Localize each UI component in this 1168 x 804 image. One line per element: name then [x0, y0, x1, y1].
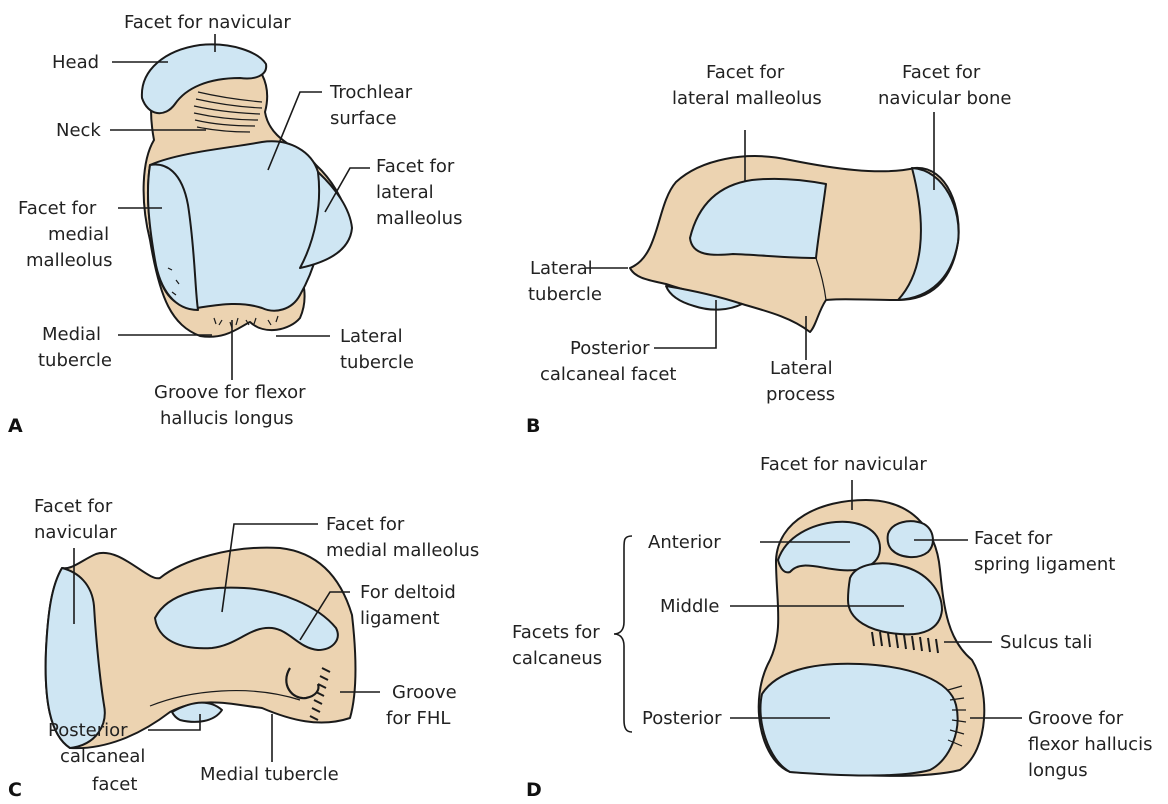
panel-letter-c: C — [8, 779, 22, 801]
label-lateral-tubercle-b-2: tubercle — [528, 284, 602, 305]
label-facet-lateral-b-1: Facet for — [706, 62, 785, 83]
label-facets-calcaneus-d-1: Facets for — [512, 622, 600, 643]
panel-a: Facet for navicular Head Neck Trochlear … — [8, 12, 462, 437]
label-spring-d-2: spring ligament — [974, 554, 1115, 575]
label-lateral-process-b-1: Lateral — [770, 358, 833, 379]
label-groove-c-2: for FHL — [386, 708, 450, 729]
label-posterior-c-2: calcaneal — [60, 746, 145, 767]
label-trochlear-a-2: surface — [330, 108, 397, 129]
label-posterior-b-1: Posterior — [570, 338, 650, 359]
label-head-a: Head — [52, 52, 99, 73]
label-lateral-tubercle-a-2: tubercle — [340, 352, 414, 373]
label-facet-lateral-a-1: Facet for — [376, 156, 455, 177]
label-facet-navicular-b-1: Facet for — [902, 62, 981, 83]
label-middle-d: Middle — [660, 596, 719, 617]
panel-c: Facet for navicular Facet for medial mal… — [8, 496, 479, 801]
label-trochlear-a-1: Trochlear — [329, 82, 413, 103]
label-groove-a-2: hallucis longus — [160, 408, 293, 429]
label-facet-medial-a-3: malleolus — [26, 250, 112, 271]
label-medial-tubercle-a-2: tubercle — [38, 350, 112, 371]
label-facet-navicular-c-1: Facet for — [34, 496, 113, 517]
label-groove-d-3: longus — [1028, 760, 1088, 781]
label-facets-calcaneus-d-2: calcaneus — [512, 648, 602, 669]
label-posterior-c-3: facet — [92, 774, 137, 795]
facet-posterior-d — [760, 664, 957, 776]
label-facet-navicular-b-2: navicular bone — [878, 88, 1011, 109]
label-posterior-d: Posterior — [642, 708, 722, 729]
label-lateral-tubercle-b-1: Lateral — [530, 258, 593, 279]
label-facet-medial-c-2: medial malleolus — [326, 540, 479, 561]
label-facet-navicular-d: Facet for navicular — [760, 454, 927, 475]
label-facet-lateral-b-2: lateral malleolus — [672, 88, 822, 109]
label-medial-tubercle-a-1: Medial — [42, 324, 101, 345]
label-lateral-tubercle-a-1: Lateral — [340, 326, 403, 347]
calcaneus-bracket-d — [614, 536, 632, 732]
label-posterior-b-2: calcaneal facet — [540, 364, 677, 385]
panel-letter-b: B — [526, 415, 540, 437]
label-deltoid-c-2: ligament — [360, 608, 440, 629]
label-groove-d-1: Groove for — [1028, 708, 1124, 729]
label-facet-navicular-c-2: navicular — [34, 522, 117, 543]
facet-spring-ligament-d — [888, 521, 933, 557]
label-facet-navicular-a: Facet for navicular — [124, 12, 291, 33]
label-deltoid-c-1: For deltoid — [360, 582, 456, 603]
label-anterior-d: Anterior — [648, 532, 721, 553]
label-groove-a-1: Groove for flexor — [154, 382, 306, 403]
label-groove-c-1: Groove — [392, 682, 457, 703]
panel-b: Facet for lateral malleolus Facet for na… — [526, 62, 1011, 437]
label-facet-medial-a-2: medial — [48, 224, 109, 245]
label-groove-d-2: flexor hallucis — [1028, 734, 1152, 755]
label-posterior-c-1: Posterior — [48, 720, 128, 741]
panel-letter-d: D — [526, 779, 542, 801]
label-facet-lateral-a-2: lateral — [376, 182, 434, 203]
label-spring-d-1: Facet for — [974, 528, 1053, 549]
label-facet-medial-c-1: Facet for — [326, 514, 405, 535]
label-lateral-process-b-2: process — [766, 384, 835, 405]
label-facet-lateral-a-3: malleolus — [376, 208, 462, 229]
label-sulcus-tali-d: Sulcus tali — [1000, 632, 1092, 653]
label-medial-tubercle-c: Medial tubercle — [200, 764, 339, 785]
panel-d: Facet for navicular Anterior Facet for s… — [512, 454, 1152, 801]
label-neck-a: Neck — [56, 120, 101, 141]
label-facet-medial-a-1: Facet for — [18, 198, 97, 219]
panel-letter-a: A — [8, 415, 23, 437]
